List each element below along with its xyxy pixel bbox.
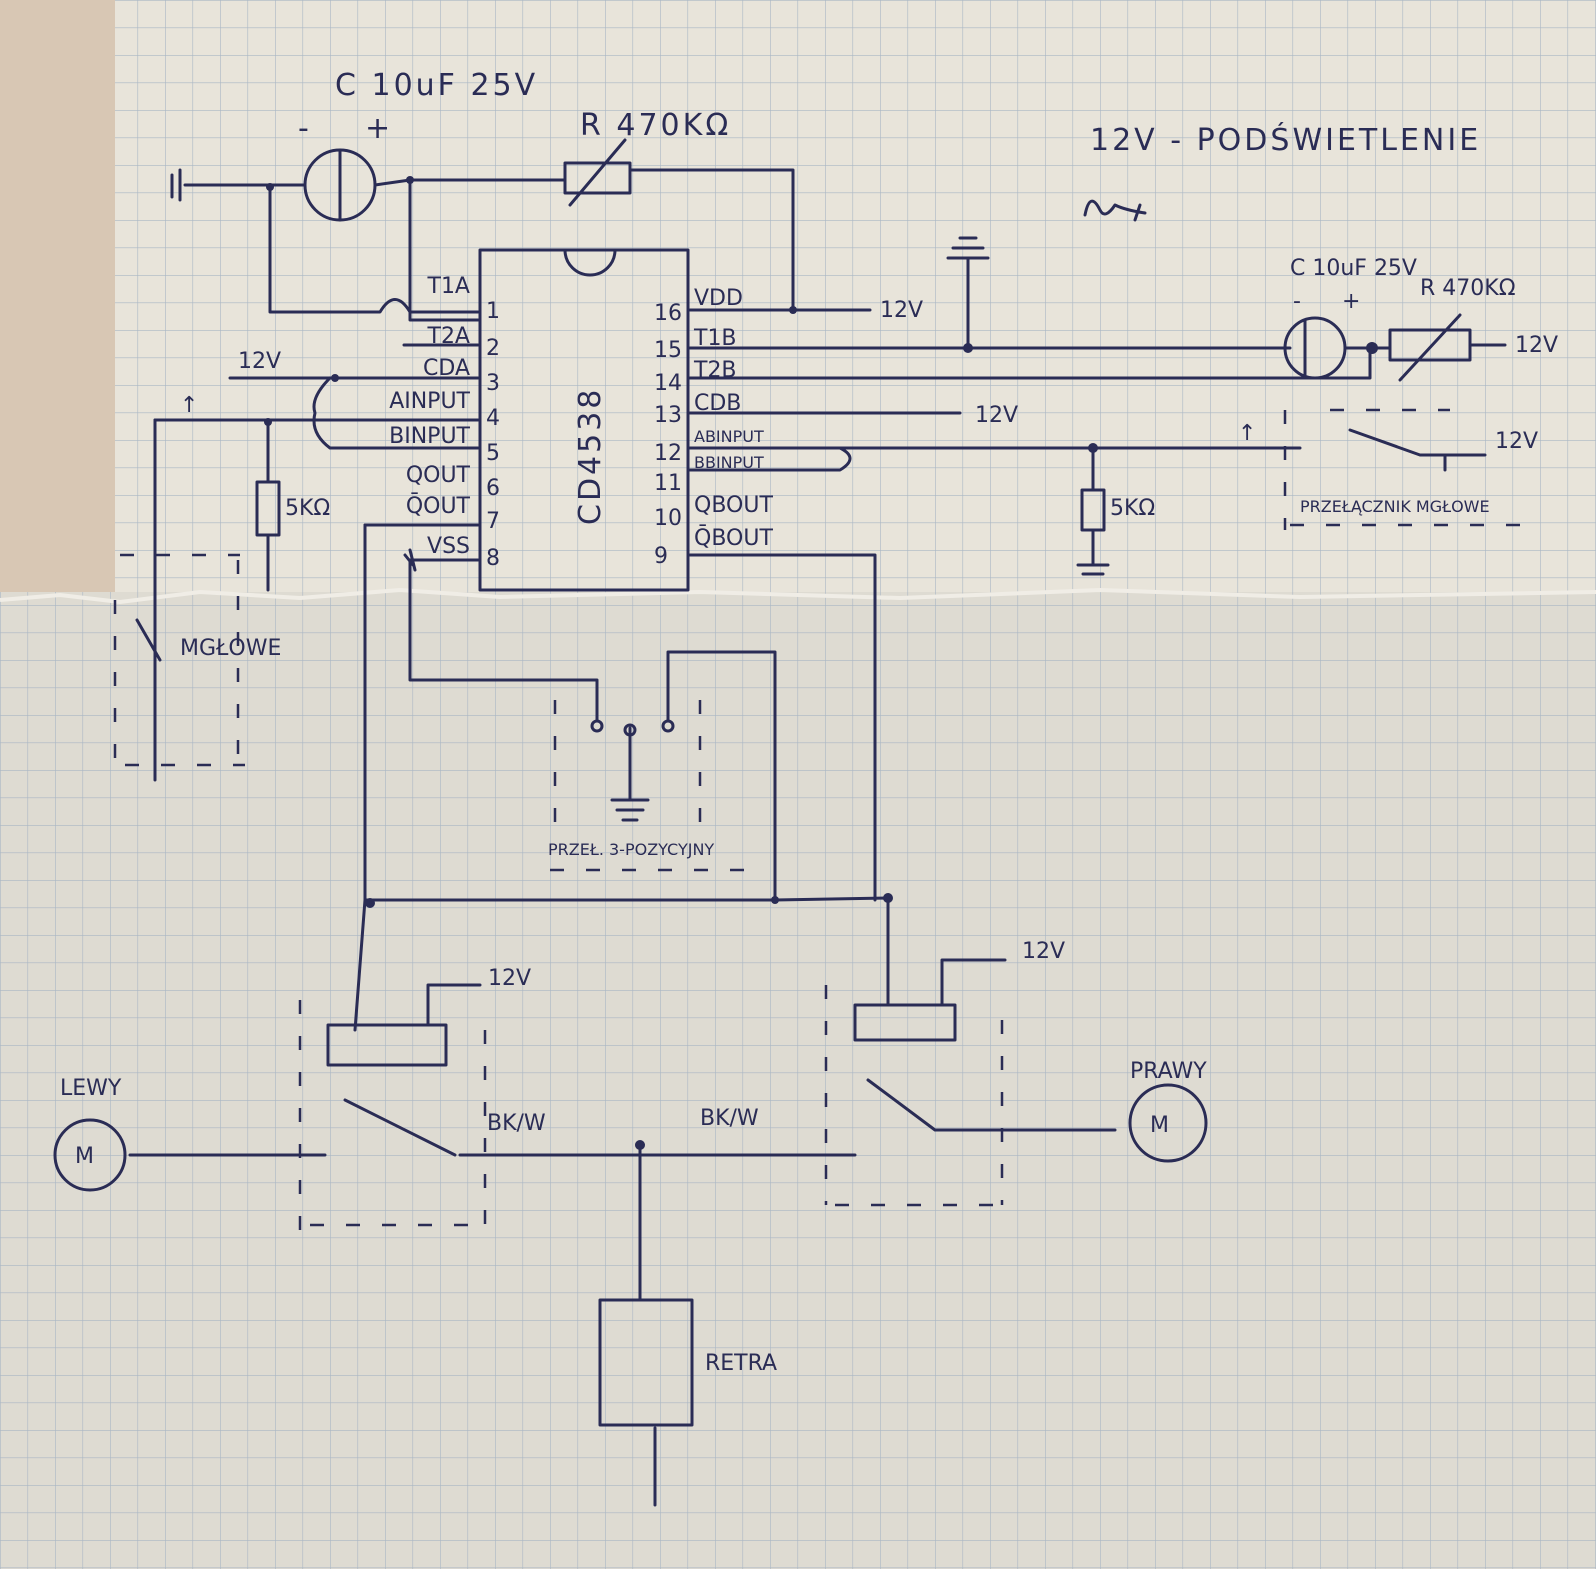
cd4538-chip bbox=[478, 248, 690, 592]
cap-right-plus: + bbox=[1342, 289, 1360, 314]
svg-text:11: 11 bbox=[654, 471, 682, 496]
motor-left-symbol: M bbox=[75, 1144, 94, 1169]
cap-right-label: C 10uF 25V bbox=[1290, 256, 1417, 281]
switch-right-label: PRZEŁĄCZNIK MGŁOWE bbox=[1300, 497, 1490, 516]
svg-text:13: 13 bbox=[654, 403, 682, 428]
signature bbox=[1083, 199, 1147, 222]
svg-text:2: 2 bbox=[486, 336, 500, 361]
svg-text:9: 9 bbox=[654, 544, 668, 569]
ground-icon bbox=[170, 168, 307, 202]
svg-text:QOUT: QOUT bbox=[406, 463, 471, 488]
svg-text:QBOUT: QBOUT bbox=[694, 493, 773, 518]
retra-label: RETRA bbox=[705, 1351, 777, 1376]
svg-text:12: 12 bbox=[654, 441, 682, 466]
svg-text:15: 15 bbox=[654, 338, 682, 363]
svg-text:T1A: T1A bbox=[427, 274, 471, 299]
svg-text:AINPUT: AINPUT bbox=[389, 389, 470, 414]
svg-text:4: 4 bbox=[486, 406, 500, 431]
motor-right-label: PRAWY bbox=[1130, 1059, 1207, 1084]
label-bk-w-right: BK/W bbox=[700, 1106, 759, 1131]
svg-text:14: 14 bbox=[654, 371, 682, 396]
label-12v: 12V bbox=[975, 403, 1018, 428]
label-12v: 12V bbox=[1515, 333, 1558, 358]
retra-relay bbox=[598, 1298, 694, 1427]
resistor-5k-left bbox=[255, 480, 281, 537]
svg-text:VSS: VSS bbox=[427, 534, 470, 559]
resistor-5k-right bbox=[1080, 488, 1106, 532]
svg-text:BBINPUT: BBINPUT bbox=[694, 453, 764, 472]
motor-right bbox=[1128, 1083, 1208, 1163]
arrow-up: ↑ bbox=[1238, 421, 1256, 446]
svg-text:1: 1 bbox=[486, 299, 500, 324]
marble-background bbox=[0, 0, 115, 595]
motor-left-label: LEWY bbox=[60, 1076, 122, 1101]
res-left-label: R 470KΩ bbox=[580, 108, 731, 143]
torn-edge bbox=[0, 587, 1596, 605]
cap-right-minus: - bbox=[1293, 289, 1301, 314]
label-12v: 12V bbox=[238, 349, 281, 374]
relay-right bbox=[853, 1003, 957, 1042]
arrow-up: ↑ bbox=[180, 393, 198, 418]
svg-text:8: 8 bbox=[486, 546, 500, 571]
title-text: 12V - PODŚWIETLENIE bbox=[1090, 121, 1481, 158]
motor-right-symbol: M bbox=[1150, 1113, 1169, 1138]
label-12v: 12V bbox=[880, 298, 923, 323]
transistor-mark bbox=[403, 548, 417, 572]
relay-left bbox=[326, 1023, 448, 1067]
label-12v: 12V bbox=[1022, 939, 1065, 964]
switch-left-label: MGŁOWE bbox=[180, 636, 281, 661]
svg-text:10: 10 bbox=[654, 506, 682, 531]
res5k-right-label: 5KΩ bbox=[1110, 496, 1155, 521]
chip-name: CD4538 bbox=[573, 387, 608, 525]
svg-text:VDD: VDD bbox=[694, 286, 743, 311]
ground-icon bbox=[946, 236, 990, 350]
variable-resistor-left bbox=[563, 161, 632, 195]
svg-text:3: 3 bbox=[486, 371, 500, 396]
cap-left-label: C 10uF 25V bbox=[335, 68, 538, 103]
svg-text:7: 7 bbox=[486, 509, 500, 534]
svg-text:16: 16 bbox=[654, 301, 682, 326]
svg-text:Q̄OUT: Q̄OUT bbox=[406, 493, 471, 519]
res5k-left-label: 5KΩ bbox=[285, 496, 330, 521]
svg-text:ABINPUT: ABINPUT bbox=[694, 427, 764, 446]
svg-text:5: 5 bbox=[486, 441, 500, 466]
cap-left-minus: - bbox=[298, 111, 312, 146]
res-right-label: R 470KΩ bbox=[1420, 276, 1516, 301]
svg-text:6: 6 bbox=[486, 476, 500, 501]
label-12v: 12V bbox=[488, 966, 531, 991]
motor-left bbox=[53, 1118, 127, 1192]
cap-left-plus: + bbox=[365, 111, 393, 146]
switch-3pos-label: PRZEŁ. 3-POZYCYJNY bbox=[548, 840, 714, 859]
svg-text:Q̄BOUT: Q̄BOUT bbox=[694, 525, 773, 551]
label-12v: 12V bbox=[1495, 429, 1538, 454]
svg-text:BINPUT: BINPUT bbox=[389, 424, 470, 449]
label-bk-w-left: BK/W bbox=[487, 1111, 546, 1136]
